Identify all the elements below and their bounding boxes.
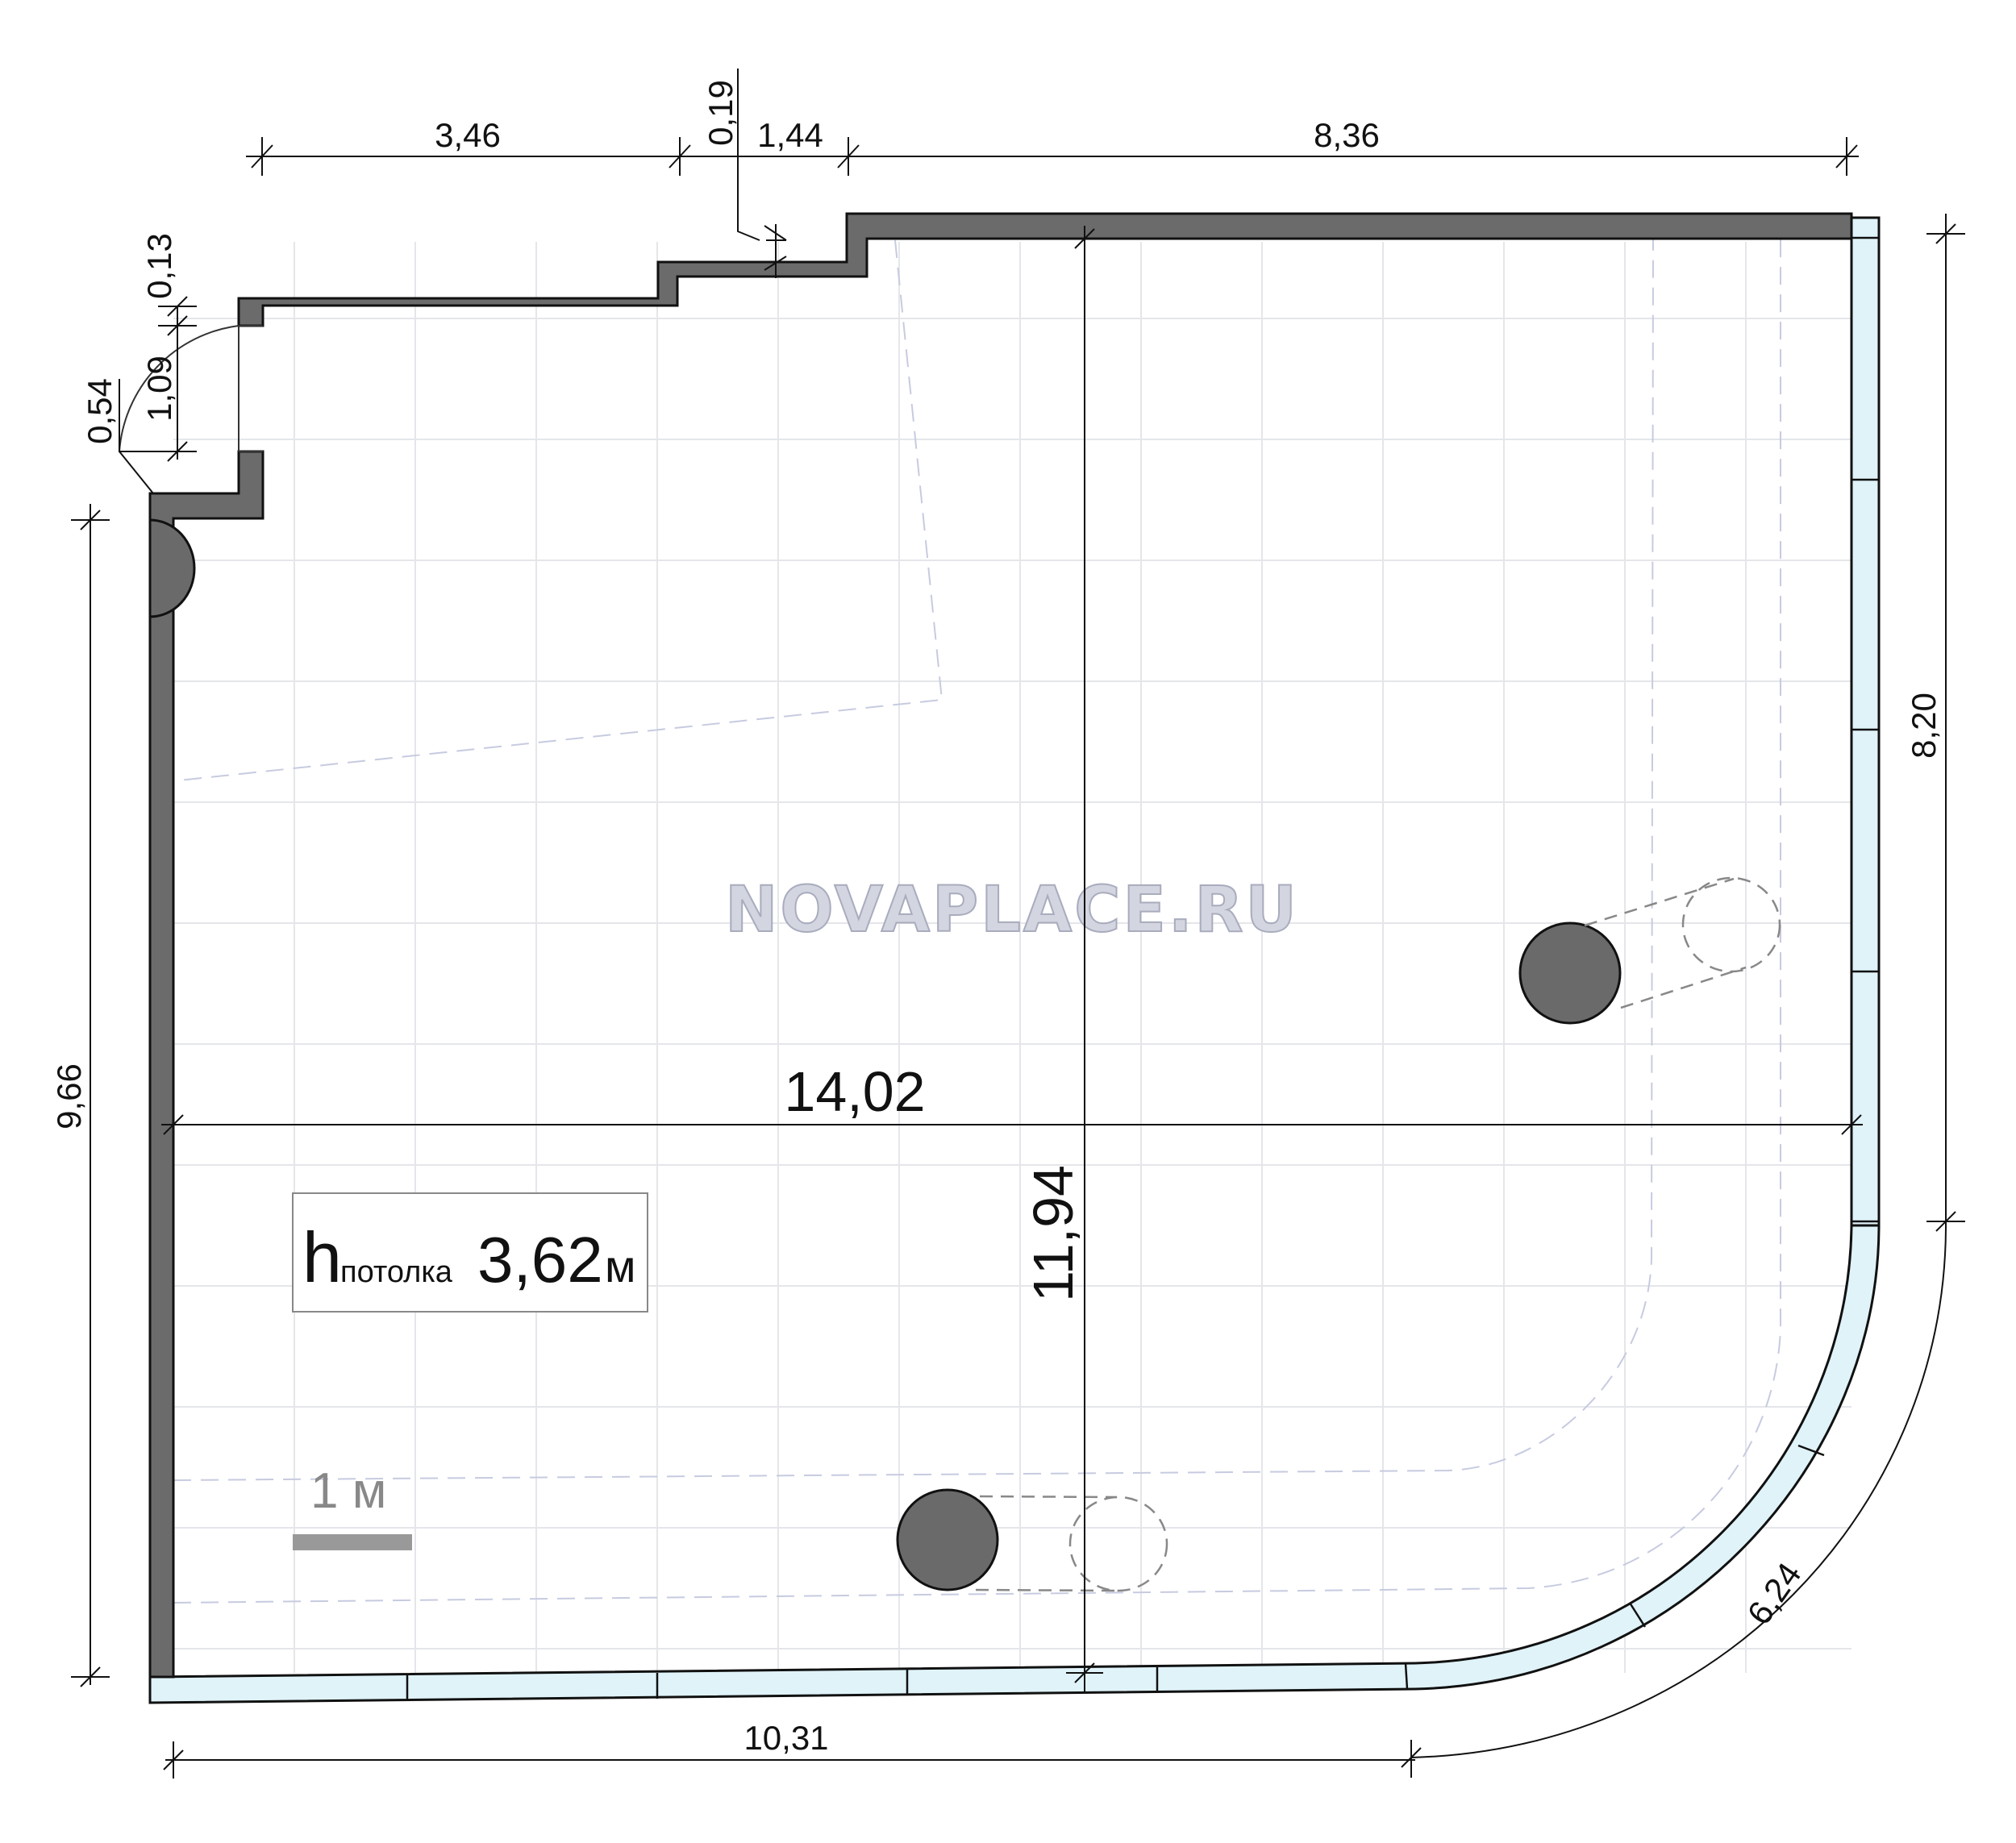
dimension-lines <box>71 69 1965 1779</box>
dimension-labels: 3,46 0,19 1,44 8,36 0,13 1,09 0,54 9,66 … <box>50 80 1943 1757</box>
ceiling-unit: м <box>605 1241 636 1292</box>
dim-top-step-small: 0,19 <box>702 80 739 146</box>
column-bottom <box>896 1488 999 1591</box>
dim-right-height: 8,20 <box>1905 693 1943 759</box>
dim-top-left-run: 3,46 <box>435 116 501 154</box>
dim-overall-width: 14,02 <box>784 1060 925 1123</box>
entrance-door <box>119 325 263 452</box>
dim-door-offset: 0,54 <box>81 378 119 444</box>
ceiling-value: 3,62 <box>477 1224 603 1296</box>
dim-top-right-run: 8,36 <box>1314 116 1380 154</box>
floor-grid <box>173 242 1851 1673</box>
ceiling-symbol: h <box>302 1217 342 1297</box>
dim-left-top-small: 0,13 <box>140 233 178 299</box>
column-ghosts <box>975 876 1781 1592</box>
watermark: NOVAPLACE.RU <box>725 874 1299 946</box>
ceiling-subscript: потолка <box>340 1255 453 1289</box>
dim-left-height: 9,66 <box>50 1063 88 1130</box>
dim-bottom-width: 10,31 <box>744 1719 828 1757</box>
dim-top-mid-run: 1,44 <box>757 116 823 154</box>
wall-column <box>148 518 196 618</box>
columns <box>148 518 1622 1591</box>
scale-bar: 1 м <box>293 1463 412 1550</box>
dim-overall-depth: 11,94 <box>1022 1165 1085 1302</box>
ceiling-height-label: h потолка 3,62 м <box>292 1192 648 1313</box>
column-right <box>1518 922 1622 1025</box>
ceiling-outline-dashed <box>173 238 1781 1604</box>
glazing <box>148 216 1881 1704</box>
dim-door-width: 1,09 <box>140 356 178 422</box>
scale-bar-label: 1 м <box>310 1463 386 1519</box>
dim-arc-length: 6,24 <box>1739 1556 1808 1632</box>
